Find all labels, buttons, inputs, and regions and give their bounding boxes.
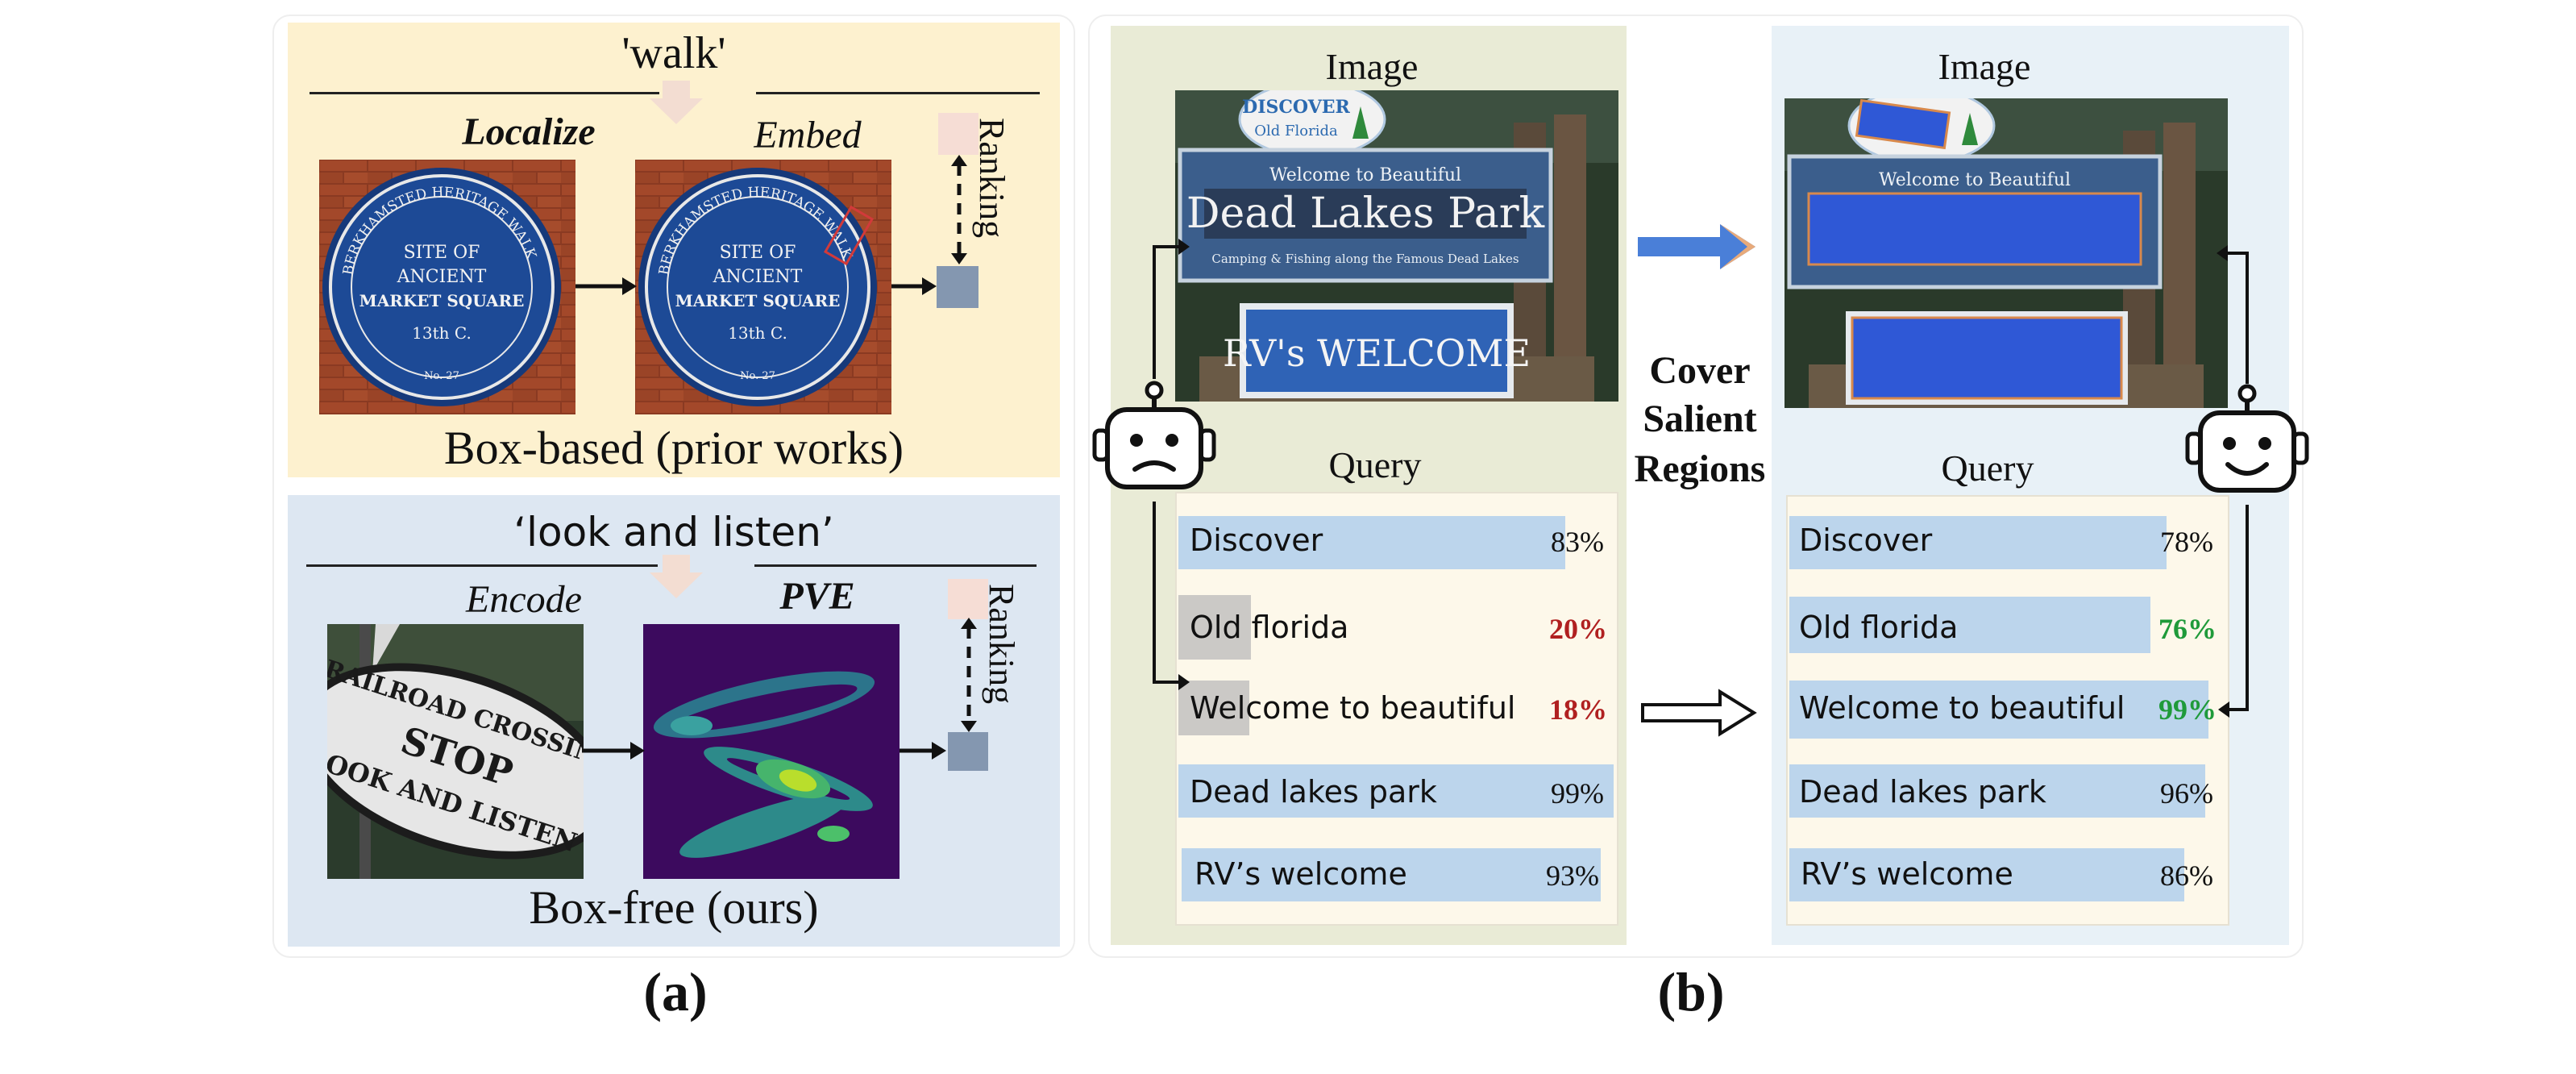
query-label: Discover: [1799, 522, 1933, 558]
plaque-line1: SITE OF: [404, 243, 480, 263]
query-score: 93%: [1546, 860, 1599, 892]
plaque-line3-embed: MARKET SQUARE: [675, 291, 841, 310]
arrow-right-icon: [900, 742, 946, 760]
query-title-left: Query: [1328, 444, 1422, 485]
sign-small-text: Camping & Fishing along the Famous Dead …: [1211, 252, 1519, 266]
dashed-double-arrow-icon: [951, 155, 967, 264]
step-embed: Embed: [754, 114, 862, 156]
plaque-number: No. 27: [424, 370, 459, 382]
middle-text-1: Cover: [1649, 349, 1751, 392]
query-score: 20%: [1549, 613, 1607, 645]
query-label: Old florida: [1190, 610, 1349, 645]
sign-welcome-text-right: Welcome to Beautiful: [1879, 170, 2071, 190]
query-score: 18%: [1549, 693, 1607, 726]
query-label: Old florida: [1799, 610, 1959, 645]
query-score: 86%: [2160, 860, 2213, 892]
query-label: Discover: [1190, 522, 1323, 558]
query-bar: [1178, 681, 1249, 735]
down-arrow-icon: [650, 555, 703, 598]
query-score: 99%: [2158, 693, 2217, 726]
middle-text-3: Regions: [1634, 448, 1766, 490]
query-label: Dead lakes park: [1190, 774, 1437, 810]
label-b: (b): [1657, 961, 1725, 1022]
panel-b: [1088, 15, 2304, 958]
pve-heatmap-image: [643, 624, 900, 879]
query-label: Dead lakes park: [1799, 774, 2046, 810]
query-walk: 'walk': [621, 28, 726, 78]
divider-left: [310, 92, 659, 94]
ranking-label-bottom: Ranking: [982, 584, 1021, 705]
rank-square-bottom: [948, 732, 988, 771]
ranking-label-top: Ranking: [972, 118, 1012, 239]
connector-left: [1153, 239, 1190, 690]
sign-rv-text: RV's WELCOME: [1223, 331, 1531, 375]
step-localize: Localize: [462, 110, 596, 153]
plaque-line3: MARKET SQUARE: [359, 291, 525, 310]
query-label: Welcome to beautiful: [1799, 690, 2125, 726]
divider-left: [306, 564, 658, 567]
panel-a: [272, 15, 1075, 958]
plaque-image-embed: BERKHAMSTED HERITAGE WALK SITE OF ANCIEN…: [635, 160, 891, 414]
plaque-line1-embed: SITE OF: [720, 243, 796, 263]
query-score: 78%: [2160, 526, 2213, 558]
plaque-line2: ANCIENT: [397, 267, 487, 287]
caption-box-free: Box-free (ours): [529, 881, 819, 934]
plaque-line2-embed: ANCIENT: [713, 267, 803, 287]
query-bar: [1178, 595, 1251, 660]
blue-arrow-icon: [1638, 224, 1755, 269]
query-bar: [1789, 764, 2205, 818]
query-title-right: Query: [1941, 448, 2034, 489]
step-encode: Encode: [466, 578, 582, 621]
query-score: 96%: [2160, 777, 2213, 810]
divider-right: [756, 92, 1040, 94]
railroad-sign-image: RAILROAD CROSSING STOP LOOK AND LISTEN: [327, 624, 584, 879]
query-bar: [1789, 597, 2150, 653]
query-bar: [1789, 516, 2167, 569]
sign-image-covered: Welcome to Beautiful: [1785, 98, 2228, 408]
query-label: RV’s welcome: [1801, 856, 2013, 892]
divider-right: [754, 564, 1037, 567]
query-label: RV’s welcome: [1195, 856, 1407, 892]
arrow-right-icon: [575, 277, 637, 295]
query-score: 83%: [1551, 526, 1604, 558]
dashed-double-arrow-icon: [961, 618, 977, 732]
sign-park-text: Dead Lakes Park: [1186, 189, 1545, 238]
robot-happy-icon: [2185, 384, 2309, 493]
query-score: 99%: [1551, 777, 1604, 810]
arrow-right-icon: [582, 742, 645, 760]
sign-image-original: DISCOVER Old Florida Welcome to Beautifu…: [1175, 90, 1618, 402]
plaque-line4-embed: 13th C.: [728, 323, 787, 343]
down-arrow-icon: [650, 81, 703, 124]
sign-top2-text: Old Florida: [1254, 123, 1338, 139]
query-label: Welcome to beautiful: [1190, 690, 1516, 726]
query-bar: [1789, 848, 2184, 901]
arrow-right-icon: [891, 277, 937, 295]
rank-square-top: [948, 579, 988, 619]
image-title-right: Image: [1938, 46, 2031, 87]
rank-square-bottom: [937, 266, 978, 308]
sign-top-text: DISCOVER: [1242, 97, 1350, 118]
query-bar: [1178, 516, 1565, 569]
image-title-left: Image: [1325, 46, 1419, 87]
label-a: (a): [643, 961, 708, 1022]
robot-sad-icon: [1092, 381, 1216, 489]
plaque-number-embed: No. 27: [740, 370, 775, 382]
caption-box-based: Box-based (prior works): [443, 422, 904, 474]
outline-arrow-icon: [1641, 689, 1757, 737]
query-bar: [1182, 848, 1601, 901]
query-bar: [1789, 681, 2208, 739]
connector-right: [2217, 245, 2249, 718]
sign-welcome-text: Welcome to Beautiful: [1269, 165, 1461, 185]
middle-text-2: Salient: [1643, 398, 1757, 440]
step-pve: PVE: [779, 575, 855, 618]
query-score: 76%: [2158, 613, 2217, 645]
highlight-box: [823, 205, 875, 266]
query-look-and-listen: ‘look and listen’: [513, 509, 834, 556]
plaque-line4: 13th C.: [412, 323, 472, 343]
rank-square-top: [938, 113, 978, 155]
plaque-image-localize: BERKHAMSTED HERITAGE WALK SITE OF ANCIEN…: [319, 160, 575, 414]
query-bar: [1178, 764, 1614, 818]
